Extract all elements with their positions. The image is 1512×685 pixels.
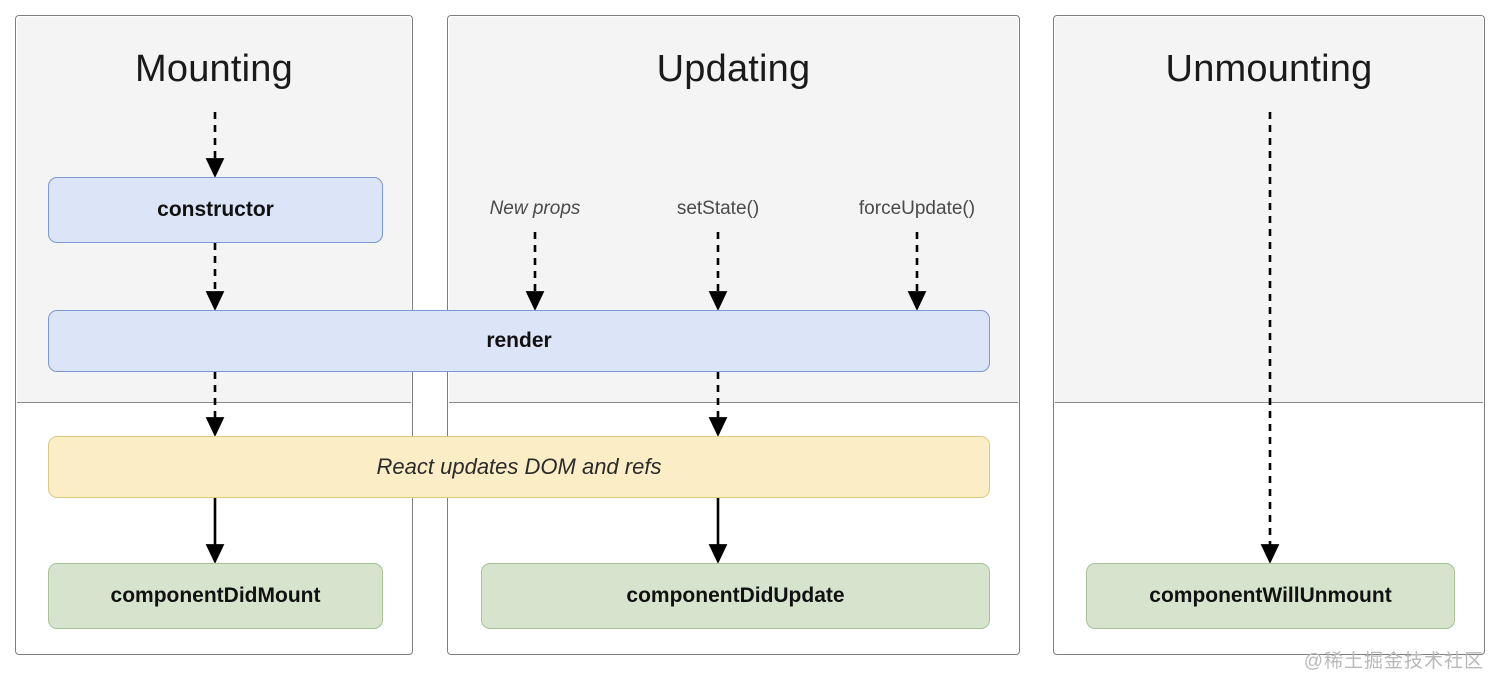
watermark: @稀土掘金技术社区 <box>1303 651 1484 672</box>
lifecycle-node-component-will-unmount[interactable]: componentWillUnmount <box>1086 563 1455 629</box>
render-phase-band-unmounting <box>1054 16 1483 403</box>
lifecycle-node-constructor[interactable]: constructor <box>48 177 383 243</box>
phase-title-unmounting: Unmounting <box>1165 48 1373 90</box>
phase-title-updating: Updating <box>656 48 811 90</box>
trigger-label-set-state: setState() <box>676 198 760 219</box>
lifecycle-node-react-updates-dom-and-refs[interactable]: React updates DOM and refs <box>48 436 990 498</box>
lifecycle-node-render[interactable]: render <box>48 310 990 372</box>
trigger-label-new-props: New props <box>489 198 581 219</box>
lifecycle-node-component-did-update[interactable]: componentDidUpdate <box>481 563 990 629</box>
trigger-label-force-update: forceUpdate() <box>858 198 976 219</box>
phase-title-mounting: Mounting <box>135 48 293 90</box>
lifecycle-node-component-did-mount[interactable]: componentDidMount <box>48 563 383 629</box>
